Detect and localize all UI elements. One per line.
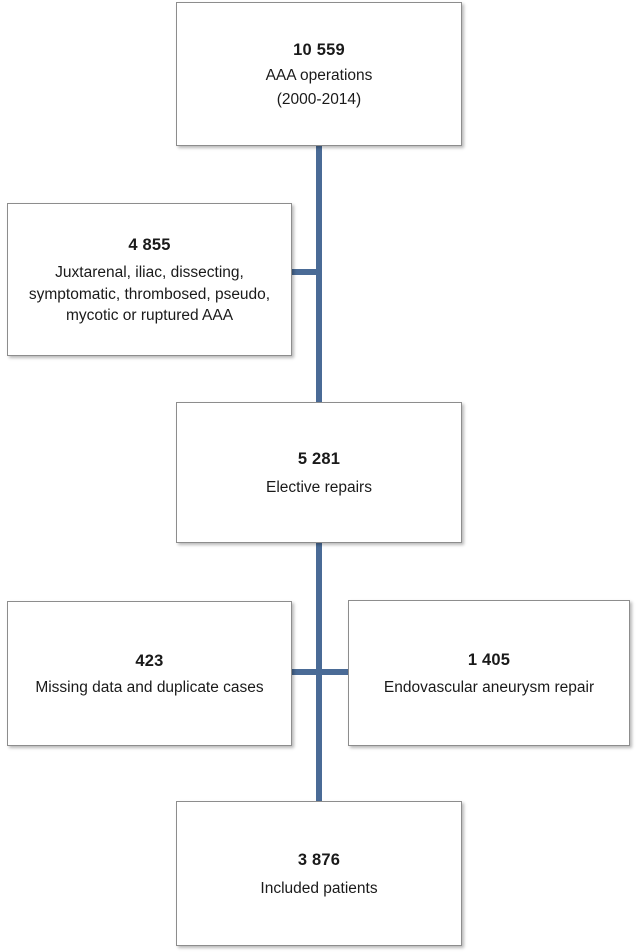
node-aaa-operations: 10 559 AAA operations (2000-2014) xyxy=(176,2,462,146)
node-endovascular-repair-count: 1 405 xyxy=(467,650,511,669)
node-missing-duplicate-count: 423 xyxy=(135,651,164,670)
node-included-patients-label: Included patients xyxy=(260,879,378,897)
node-excluded-criteria-label: Juxtarenal, iliac, dissecting, symptomat… xyxy=(28,264,271,324)
node-missing-duplicate-label: Missing data and duplicate cases xyxy=(35,679,264,697)
node-elective-repairs-count: 5 281 xyxy=(297,450,341,469)
node-elective-repairs: 5 281 Elective repairs xyxy=(176,402,462,543)
node-aaa-operations-label: AAA operations xyxy=(265,67,373,85)
node-excluded-criteria: 4 855 Juxtarenal, iliac, dissecting, sym… xyxy=(7,203,292,356)
node-missing-duplicate: 423 Missing data and duplicate cases xyxy=(7,601,292,746)
node-aaa-operations-count: 10 559 xyxy=(293,40,345,59)
connector-branch-excluded-criteria xyxy=(288,269,322,275)
node-endovascular-repair-label: Endovascular aneurysm repair xyxy=(383,679,595,697)
node-aaa-operations-period: (2000-2014) xyxy=(276,90,362,108)
node-endovascular-repair: 1 405 Endovascular aneurysm repair xyxy=(348,600,630,746)
connector-branch-missing-and-evar xyxy=(288,669,352,675)
node-excluded-criteria-count: 4 855 xyxy=(128,235,171,254)
node-included-patients-count: 3 876 xyxy=(297,851,341,870)
node-elective-repairs-label: Elective repairs xyxy=(266,478,372,496)
node-included-patients: 3 876 Included patients xyxy=(176,801,462,946)
